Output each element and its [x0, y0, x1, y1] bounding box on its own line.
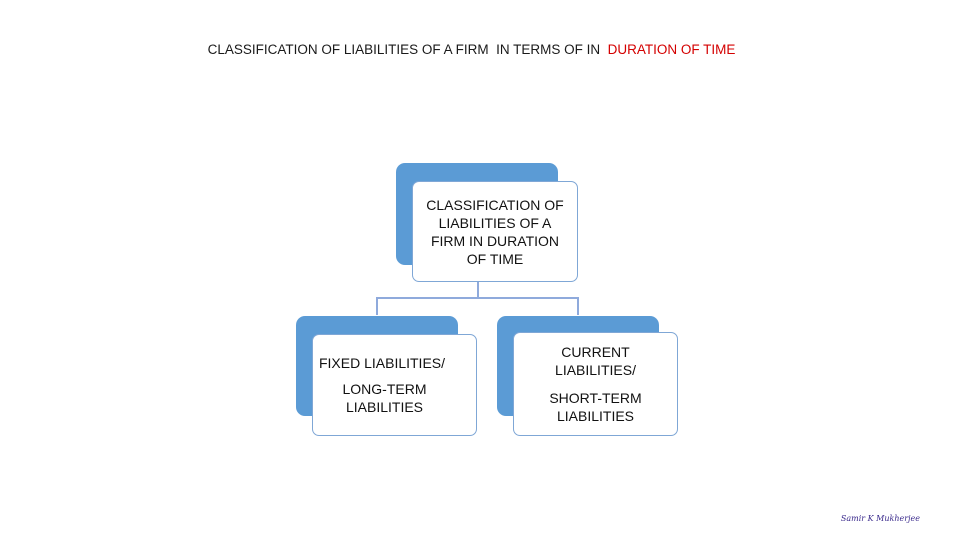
connector-left-drop: [376, 297, 378, 315]
fixed-liabilities-line1: FIXED LIABILITIES/: [318, 355, 446, 371]
fixed-liabilities-line2: LONG-TERM LIABILITIES: [342, 381, 427, 415]
title-part1: CLASSIFICATION OF LIABILITIES OF A FIRM …: [207, 42, 608, 57]
current-liabilities-node: CURRENT LIABILITIES/ SHORT-TERM LIABILIT…: [513, 332, 678, 436]
slide-title: CLASSIFICATION OF LIABILITIES OF A FIRM …: [0, 42, 943, 57]
fixed-liabilities-node: FIXED LIABILITIES/ LONG-TERM LIABILITIES: [312, 334, 477, 436]
connector-horizontal: [376, 297, 578, 299]
current-liabilities-line1: CURRENT LIABILITIES/: [555, 344, 636, 378]
root-node-label: CLASSIFICATION OF LIABILITIES OF A FIRM …: [426, 196, 564, 267]
title-highlight: DURATION OF TIME: [607, 42, 736, 57]
connector-right-drop: [577, 297, 579, 315]
current-liabilities-line2: SHORT-TERM LIABILITIES: [549, 390, 642, 424]
author-signature: Samir K Mukherjee: [840, 514, 920, 523]
root-node: CLASSIFICATION OF LIABILITIES OF A FIRM …: [412, 181, 578, 282]
connector-root-stem: [477, 282, 479, 298]
